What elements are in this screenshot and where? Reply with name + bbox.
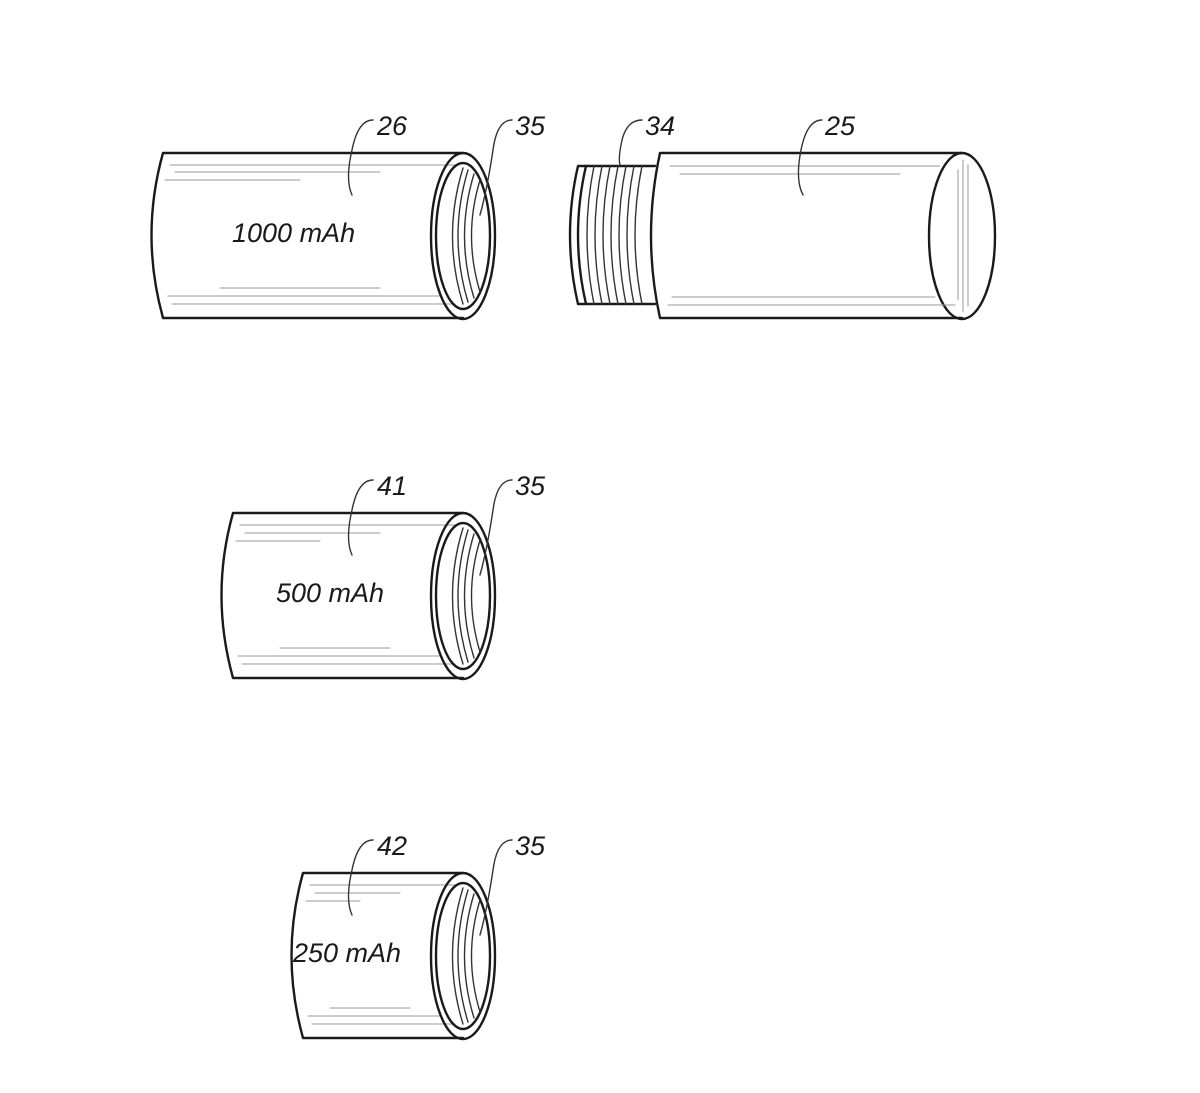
capacity-label-250: 250 mAh [292,938,401,968]
battery-42: 42 35 250 mAh [290,831,546,1041]
unit-25: 34 25 [568,111,997,321]
battery-41: 41 35 500 mAh [220,471,546,681]
threaded-neck-34 [568,164,657,306]
ref-label-35-middle: 35 [515,471,546,501]
threaded-socket [429,151,497,321]
capacity-label-1000: 1000 mAh [232,218,355,248]
ref-label-41: 41 [377,471,407,501]
ref-label-34: 34 [645,111,675,141]
ref-label-35-bottom: 35 [515,831,546,861]
threaded-socket [429,871,497,1041]
battery-26: 26 35 1000 mAh [150,111,546,321]
ref-label-26: 26 [376,111,408,141]
ref-label-42: 42 [377,831,407,861]
threaded-socket [429,511,497,681]
ref-label-25: 25 [824,111,856,141]
capacity-label-500: 500 mAh [276,578,384,608]
ref-label-35-top: 35 [515,111,546,141]
